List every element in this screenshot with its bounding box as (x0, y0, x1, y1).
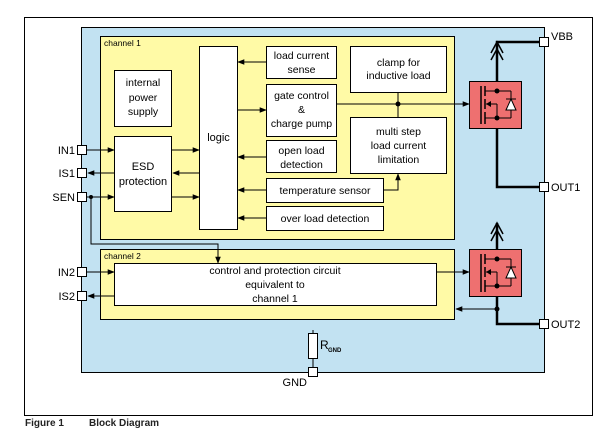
pin-in1[interactable] (77, 145, 87, 155)
rgnd-subscript: GND (328, 348, 342, 354)
ips-line-2: power (129, 92, 158, 104)
ch2-line-3: channel 1 (252, 293, 298, 305)
clamp-line-2: inductive load (366, 70, 430, 82)
pin-label-is1: IS1 (58, 168, 75, 180)
wire-sen-ch2 (90, 197, 221, 264)
clamp-line-1: clamp for (377, 57, 421, 69)
current-limitation-block: multi step load current limitation (350, 117, 447, 174)
resistor-rgnd-icon (308, 333, 318, 359)
gc-line-2: & (298, 104, 305, 116)
figure-number: Figure 1 (25, 418, 64, 429)
mosfet-2-icon (469, 249, 522, 297)
internal-power-supply-block: internal power supply (114, 70, 172, 127)
esd-protection-block: ESD protection (114, 136, 172, 212)
channel-1-label: channel 1 (104, 38, 141, 48)
lcs-line-2: sense (287, 64, 315, 76)
ips-line-3: supply (128, 106, 159, 118)
gc-line-1: gate control (274, 90, 329, 102)
channel-2-circuit-block: control and protection circuit equivalen… (114, 263, 437, 306)
pin-is2[interactable] (77, 291, 87, 301)
vbb-arrow-icon (490, 221, 504, 242)
pin-gnd[interactable] (308, 367, 318, 377)
pin-vbb[interactable] (539, 37, 549, 47)
gate-control-charge-pump-block: gate control & charge pump (266, 84, 337, 137)
pin-label-out1: OUT1 (551, 182, 580, 194)
junction-dot (89, 195, 93, 199)
esd-line-2: protection (119, 176, 167, 188)
temp-sensor-label: temperature sensor (279, 185, 371, 197)
pin-label-sen: SEN (52, 192, 75, 204)
pin-in2[interactable] (77, 267, 87, 277)
figure-caption: Figure 1 Block Diagram (25, 418, 159, 429)
pin-label-in2: IN2 (58, 267, 75, 279)
ch2-line-2: equivalent to (245, 279, 305, 291)
lim-line-3: limitation (378, 154, 420, 166)
ch2-line-1: control and protection circuit (209, 265, 340, 277)
pin-is1[interactable] (77, 168, 87, 178)
pin-label-vbb: VBB (551, 31, 573, 43)
lim-line-2: load current (371, 140, 427, 152)
wire-out1 (495, 119, 539, 189)
old-line-1: open load (278, 145, 324, 157)
pin-label-gnd: GND (283, 377, 308, 389)
junction-dot (395, 101, 401, 107)
gc-line-3: charge pump (271, 118, 332, 130)
pin-label-out2: OUT2 (551, 319, 580, 331)
old-line-2: detection (280, 159, 323, 171)
esd-line-1: ESD (132, 161, 155, 173)
wire-out2 (495, 295, 539, 326)
open-load-detection-block: open load detection (266, 140, 337, 173)
clamp-block: clamp for inductive load (350, 46, 447, 93)
lcs-line-1: load current (274, 50, 330, 62)
logic-block: logic (199, 46, 238, 230)
temperature-sensor-block: temperature sensor (266, 178, 384, 203)
signal-lines (87, 59, 497, 367)
load-current-sense-block: load current sense (266, 46, 337, 79)
over-load-label: over load detection (281, 213, 370, 225)
logic-label: logic (207, 132, 230, 144)
vbb-arrow-icon (490, 40, 504, 61)
pin-label-is2: IS2 (58, 291, 75, 303)
wire-temp-limit (384, 173, 401, 191)
figure-title: Block Diagram (89, 418, 160, 429)
channel-2-label: channel 2 (104, 251, 141, 261)
pin-out2[interactable] (539, 319, 549, 329)
rgnd-label: R (320, 338, 329, 352)
over-load-detection-block: over load detection (266, 206, 384, 231)
pin-label-in1: IN1 (58, 145, 75, 157)
mosfet-1-icon (469, 81, 522, 129)
pin-sen[interactable] (77, 192, 87, 202)
pin-out1[interactable] (539, 182, 549, 192)
lim-line-1: multi step (376, 126, 421, 138)
ips-line-1: internal (126, 77, 160, 89)
